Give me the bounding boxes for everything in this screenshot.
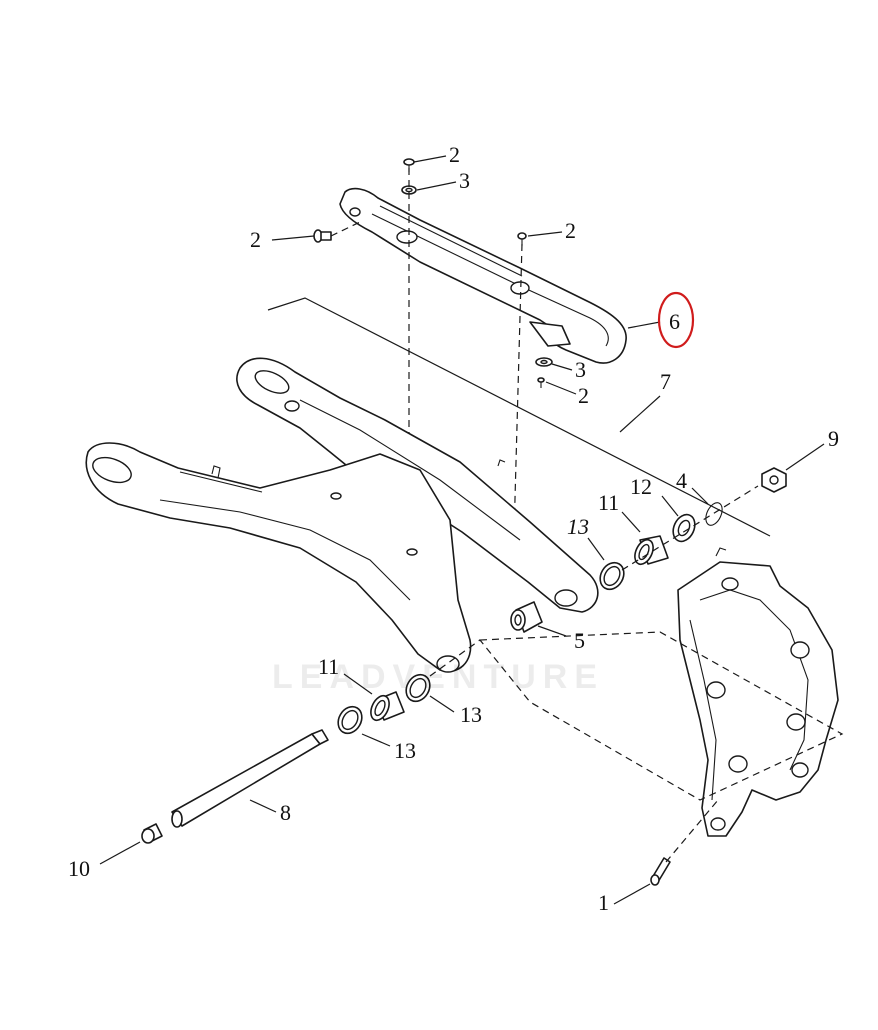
callout-12: 12 <box>630 474 652 499</box>
callout-2: 2 <box>250 227 261 252</box>
callout-2: 2 <box>578 383 589 408</box>
bearing-11-upper <box>634 535 669 566</box>
spacer-5 <box>510 601 543 633</box>
callout-5: 5 <box>574 628 585 653</box>
seal-13-lower <box>337 705 363 735</box>
screw-lower <box>537 377 545 388</box>
bearing-11-lower <box>370 691 405 722</box>
callout-8: 8 <box>280 800 291 825</box>
callout-labels: 2 3 2 2 6 3 2 7 9 12 4 11 13 5 11 13 13 … <box>68 142 839 915</box>
callout-9: 9 <box>828 426 839 451</box>
callout-10: 10 <box>68 856 90 881</box>
callout-13: 13 <box>394 738 416 763</box>
callout-11: 11 <box>318 654 339 679</box>
callout-2: 2 <box>565 218 576 243</box>
highlight-circle <box>657 291 695 349</box>
seal-13-middle <box>405 673 431 703</box>
alignment-line <box>330 221 361 237</box>
callout-13: 13 <box>567 514 589 539</box>
callout-11: 11 <box>598 490 619 515</box>
callout-7: 7 <box>660 369 671 394</box>
bolt-1 <box>650 857 671 886</box>
callout-4: 4 <box>676 468 687 493</box>
callout-1: 1 <box>598 890 609 915</box>
pivot-shaft <box>171 729 329 828</box>
alignment-box <box>478 631 844 801</box>
callout-3: 3 <box>575 357 586 382</box>
swingarm <box>85 357 599 673</box>
seal-13-upper <box>599 561 625 591</box>
alignment-line <box>513 243 523 536</box>
callout-3: 3 <box>459 168 470 193</box>
washer-lower <box>535 357 553 367</box>
alignment-line <box>429 639 481 677</box>
alignment-line <box>665 799 719 863</box>
cap-10 <box>141 823 163 844</box>
screw-right <box>517 232 527 246</box>
watermark-text: LEADVENTURE <box>272 658 604 696</box>
screw-left <box>313 229 332 243</box>
frame-bracket <box>677 547 839 837</box>
bearing-12 <box>672 513 696 543</box>
callout-13: 13 <box>460 702 482 727</box>
alignment-line <box>621 485 759 571</box>
callout-6: 6 <box>669 309 680 334</box>
retaining-ring-4 <box>705 502 723 526</box>
nut-9 <box>761 467 787 493</box>
leader-lines <box>99 155 825 905</box>
chain-guard <box>339 187 627 364</box>
callout-2: 2 <box>449 142 460 167</box>
